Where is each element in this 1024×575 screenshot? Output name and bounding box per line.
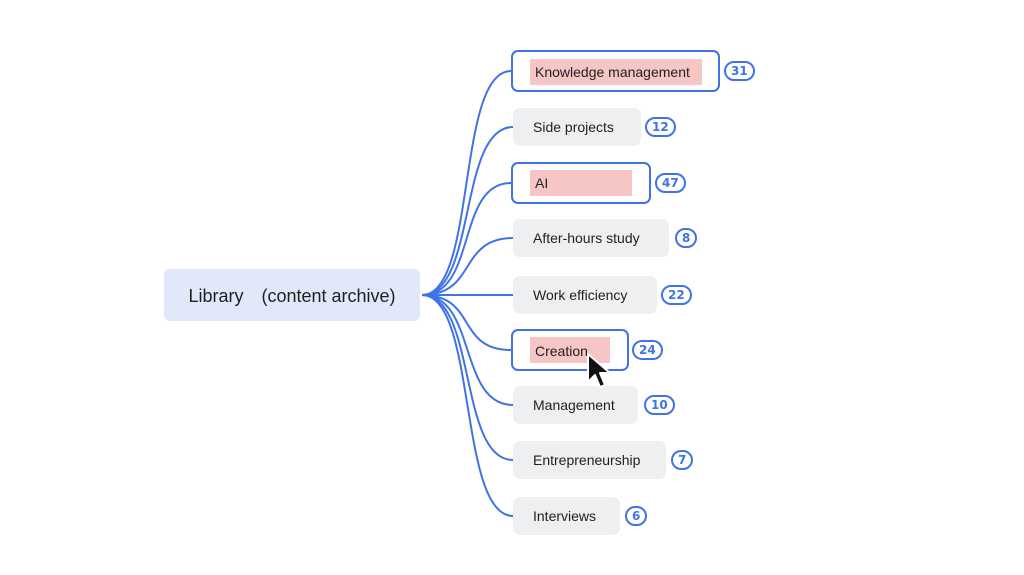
branch-label: AI <box>535 175 549 191</box>
branch-label: Entrepreneurship <box>533 452 641 468</box>
count-badge: 22 <box>661 285 692 305</box>
branch-label: Side projects <box>533 119 614 135</box>
count-badge: 24 <box>632 340 663 360</box>
connector-line <box>421 126 514 296</box>
count-badge: 6 <box>625 506 648 526</box>
count-badge: 7 <box>671 450 694 470</box>
root-node-label: Library (content archive) <box>188 286 396 306</box>
branch-node[interactable]: AI <box>511 162 651 204</box>
text-highlight <box>530 59 702 85</box>
connector-line <box>421 182 512 296</box>
count-badge: 47 <box>655 173 686 193</box>
count-badge: 8 <box>675 228 698 248</box>
count-badge: 10 <box>644 395 675 415</box>
connector-line <box>421 237 514 296</box>
branch-node[interactable]: Creation <box>511 329 629 371</box>
branch-node[interactable]: Work efficiency <box>513 276 657 314</box>
connector-line <box>421 294 512 351</box>
branch-label: Interviews <box>533 508 597 524</box>
branch-node[interactable]: Side projects <box>513 108 641 146</box>
branch-label: Knowledge management <box>535 64 690 80</box>
count-badge: 12 <box>645 117 676 137</box>
connector-line <box>421 70 512 296</box>
text-highlight <box>530 337 610 363</box>
connector-line <box>421 294 514 517</box>
root-node[interactable]: Library (content archive) <box>164 269 420 321</box>
branch-label: After-hours study <box>533 230 640 246</box>
branch-label: Work efficiency <box>533 287 628 303</box>
count-badge: 31 <box>724 61 755 81</box>
mouse-pointer-icon <box>587 353 611 388</box>
branch-node[interactable]: Knowledge management <box>511 50 720 92</box>
branch-node[interactable]: Interviews <box>513 497 620 535</box>
branch-node[interactable]: After-hours study <box>513 219 669 257</box>
branch-label: Management <box>533 397 615 413</box>
connector-line <box>421 294 514 406</box>
branch-node[interactable]: Management <box>513 386 638 424</box>
connector-line <box>421 294 514 461</box>
branch-label: Creation <box>535 343 588 359</box>
branch-node[interactable]: Entrepreneurship <box>513 441 666 479</box>
text-highlight <box>530 170 632 196</box>
